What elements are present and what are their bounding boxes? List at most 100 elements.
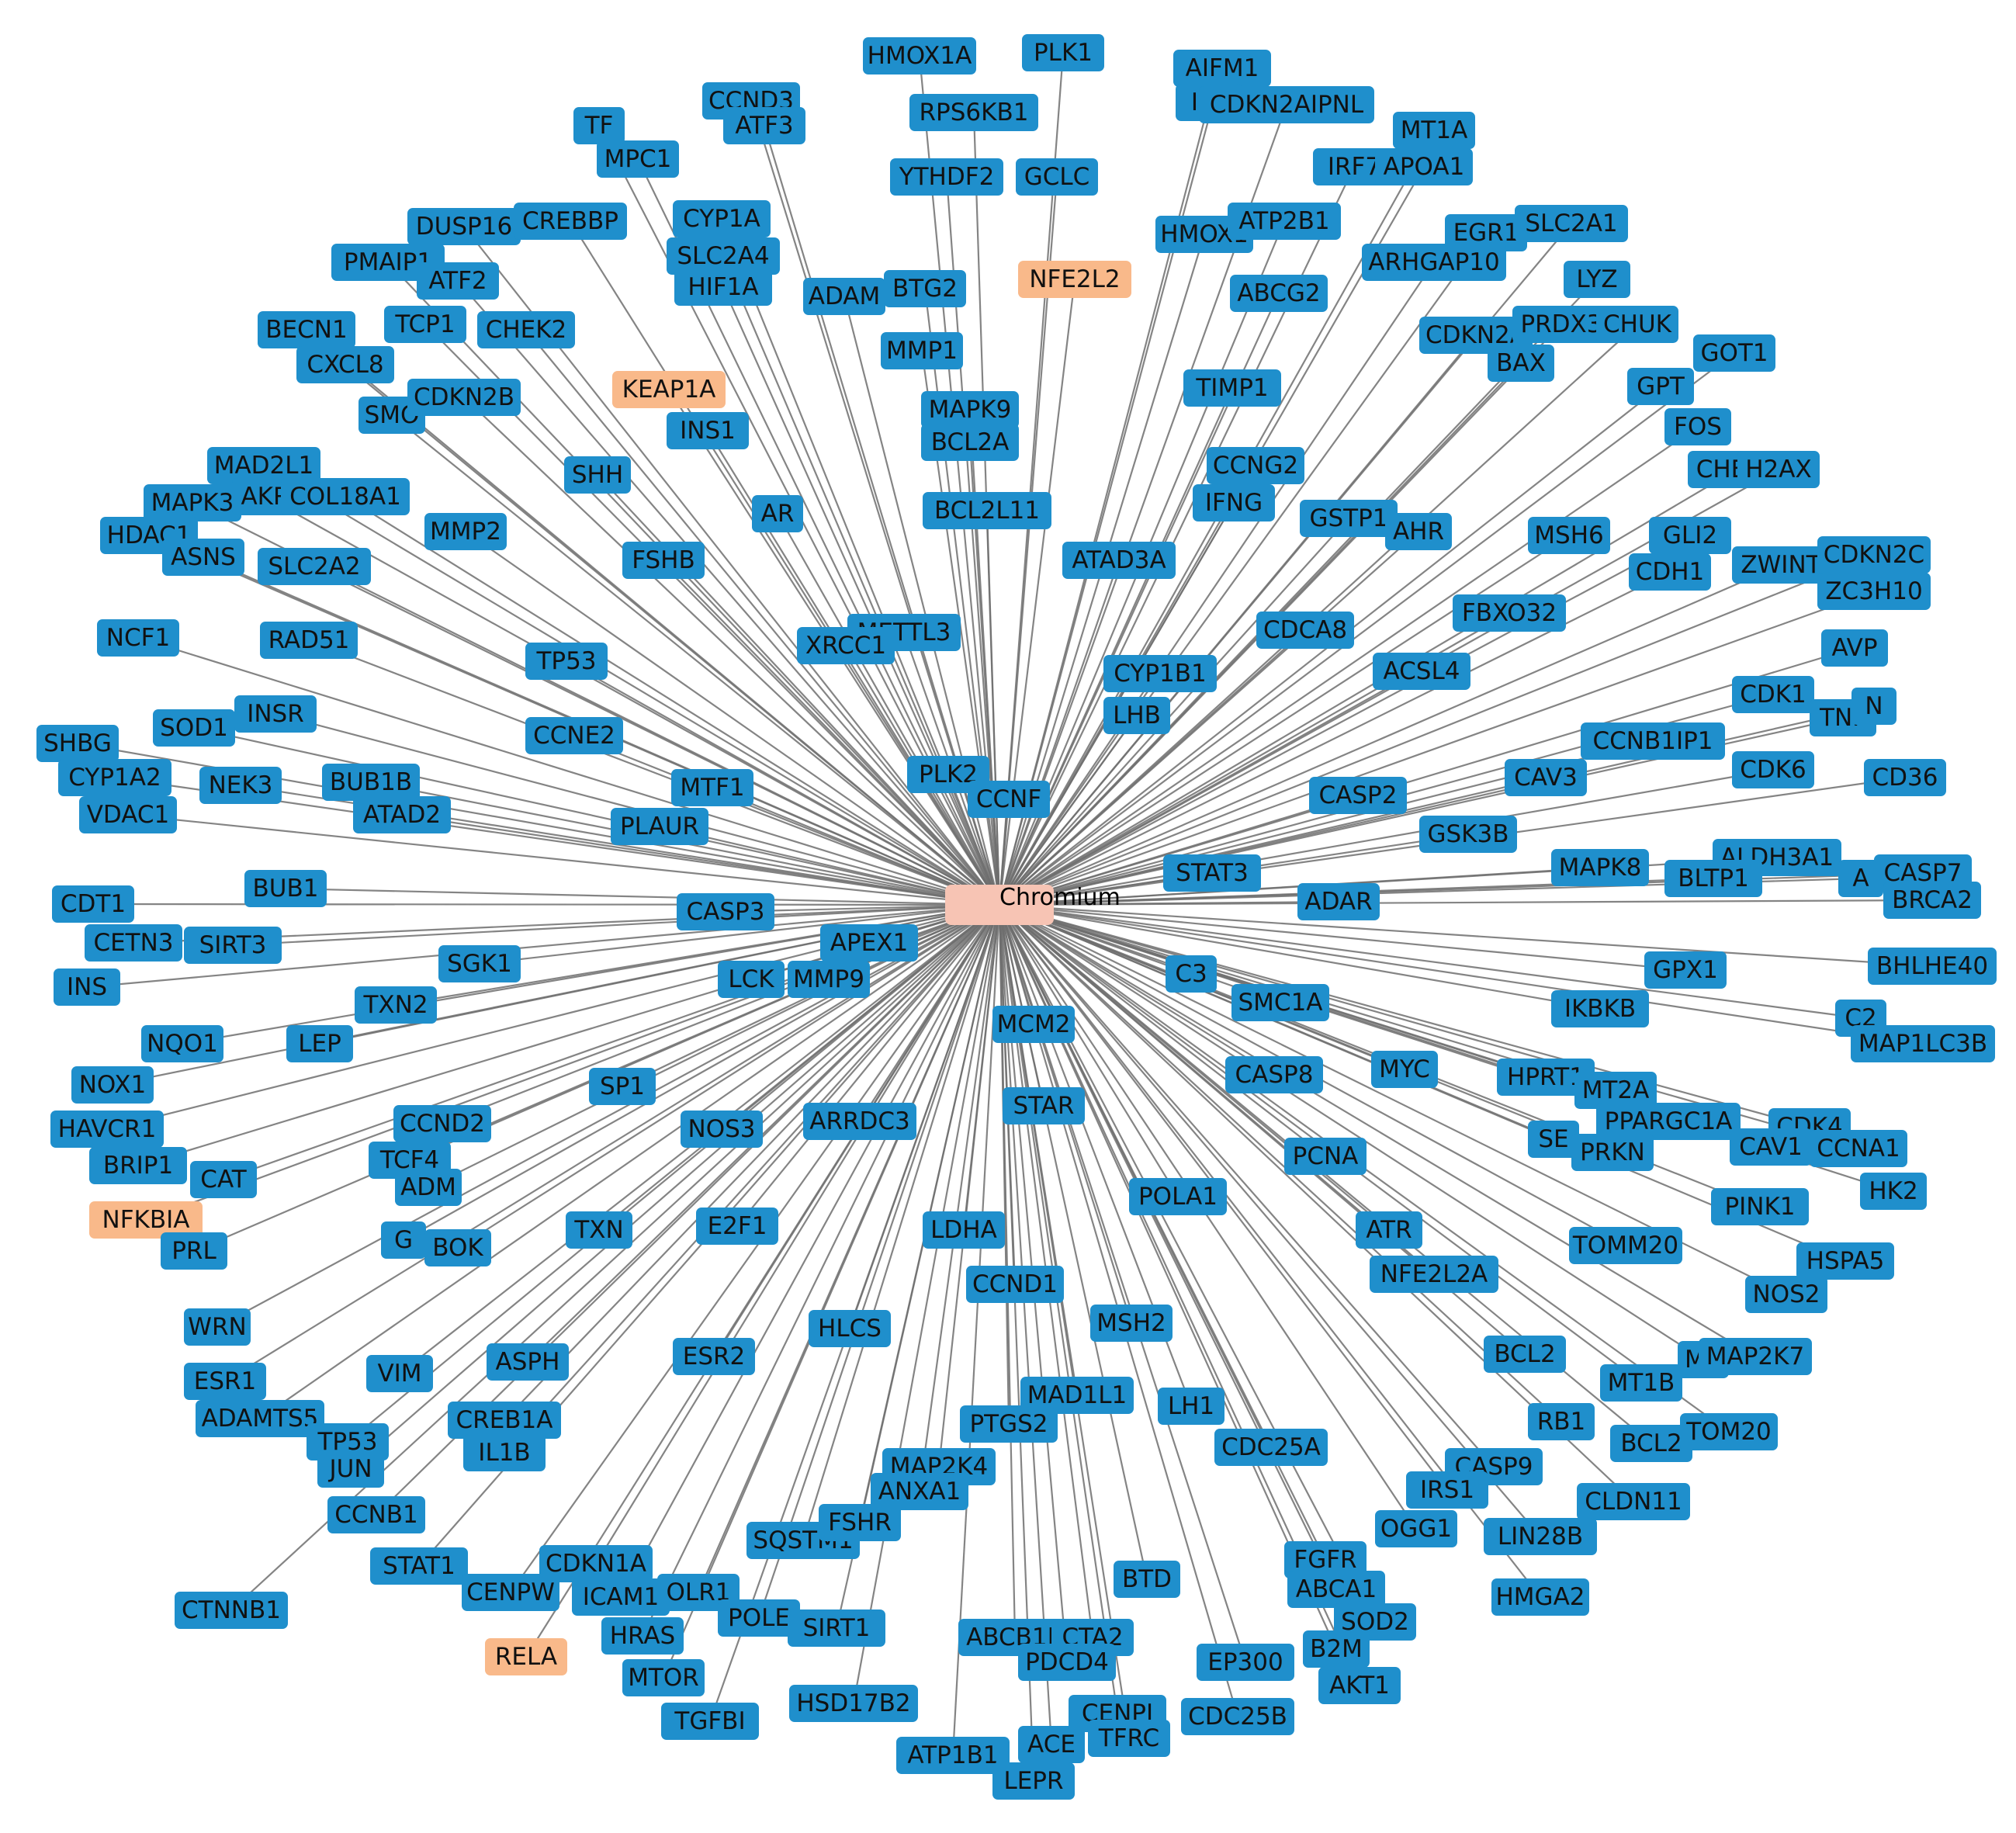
node-brip1[interactable]: BRIP1: [89, 1147, 187, 1184]
node-akt1[interactable]: AKT1: [1318, 1667, 1401, 1704]
node-plaur[interactable]: PLAUR: [611, 808, 708, 845]
node-mcm2[interactable]: MCM2: [992, 1006, 1075, 1043]
node-g[interactable]: G: [381, 1221, 426, 1259]
node-egr1[interactable]: EGR1: [1445, 214, 1527, 251]
node-mt2a[interactable]: MT2A: [1574, 1072, 1657, 1109]
node-atp1b1[interactable]: ATP1B1: [896, 1737, 1010, 1774]
node-nos2[interactable]: NOS2: [1745, 1276, 1827, 1313]
node-hras[interactable]: HRAS: [601, 1617, 684, 1655]
node-bcl2b[interactable]: BCL2: [1610, 1425, 1692, 1462]
node-adm[interactable]: ADM: [395, 1169, 462, 1206]
node-acsl4[interactable]: ACSL4: [1373, 653, 1470, 690]
node-bax[interactable]: BAX: [1488, 345, 1554, 382]
node-ccne2[interactable]: CCNE2: [525, 717, 623, 754]
node-e2f1[interactable]: E2F1: [696, 1208, 778, 1245]
node-cdh1[interactable]: CDH1: [1629, 553, 1711, 591]
node-cyp1a2[interactable]: CYP1A2: [58, 759, 171, 796]
node-pmaip1[interactable]: PMAIP1: [331, 244, 445, 281]
node-sod1[interactable]: SOD1: [153, 709, 235, 747]
node-hspa5[interactable]: HSPA5: [1796, 1242, 1894, 1280]
node-nqo1[interactable]: NQO1: [141, 1025, 223, 1062]
node-tcp1[interactable]: TCP1: [384, 306, 466, 343]
node-msh2[interactable]: MSH2: [1090, 1305, 1173, 1342]
node-fgfr[interactable]: FGFR: [1284, 1541, 1367, 1578]
node-wrn[interactable]: WRN: [184, 1308, 251, 1346]
node-atad3a[interactable]: ATAD3A: [1062, 542, 1176, 579]
node-zwint[interactable]: ZWINT: [1732, 546, 1830, 584]
node-gpt[interactable]: GPT: [1627, 368, 1694, 405]
node-hmox1a[interactable]: HMOX1A: [863, 37, 976, 74]
node-fshr[interactable]: FSHR: [819, 1504, 901, 1541]
node-hprt1[interactable]: HPRT1: [1497, 1059, 1595, 1096]
node-myc[interactable]: MYC: [1371, 1051, 1438, 1088]
node-sp1[interactable]: SP1: [589, 1068, 656, 1105]
node-mtf1[interactable]: MTF1: [671, 769, 753, 806]
node-timp1[interactable]: TIMP1: [1183, 369, 1281, 407]
node-mad1l1[interactable]: MAD1L1: [1020, 1377, 1134, 1414]
node-chek2[interactable]: CHEK2: [477, 311, 575, 348]
node-lck[interactable]: LCK: [718, 961, 785, 998]
node-mt1b[interactable]: MT1B: [1600, 1364, 1682, 1402]
node-cdkn1a[interactable]: CDKN1A: [539, 1545, 653, 1582]
node-tgfbi[interactable]: TGFBI: [661, 1703, 759, 1740]
node-cyp1b1[interactable]: CYP1B1: [1103, 655, 1217, 692]
node-casp3[interactable]: CASP3: [677, 893, 774, 930]
node-tfrc[interactable]: TFRC: [1088, 1720, 1170, 1757]
node-bcl2l11[interactable]: BCL2L11: [923, 492, 1051, 529]
node-lyz[interactable]: LYZ: [1564, 261, 1630, 298]
node-ccng2[interactable]: CCNG2: [1207, 447, 1304, 484]
node-hk2[interactable]: HK2: [1860, 1173, 1927, 1210]
node-ldha[interactable]: LDHA: [923, 1211, 1005, 1249]
node-fos[interactable]: FOS: [1664, 408, 1731, 445]
node-ogg1[interactable]: OGG1: [1375, 1510, 1457, 1547]
node-cdkn2aipnl[interactable]: CDKN2AIPNL: [1199, 86, 1374, 123]
node-ace[interactable]: ACE: [1018, 1726, 1085, 1763]
node-col18a1[interactable]: COL18A1: [281, 478, 410, 515]
node-lep[interactable]: LEP: [286, 1025, 353, 1062]
node-ccnb1ip1[interactable]: CCNB1IP1: [1581, 722, 1725, 760]
node-arhgap10[interactable]: ARHGAP10: [1362, 244, 1506, 281]
node-arrdc3[interactable]: ARRDC3: [803, 1103, 916, 1140]
node-zc3h10[interactable]: ZC3H10: [1817, 573, 1931, 610]
node-ins[interactable]: INS: [54, 968, 120, 1006]
node-adam[interactable]: ADAM: [803, 278, 885, 315]
node-pcna[interactable]: PCNA: [1284, 1138, 1367, 1175]
node-cdkn2c[interactable]: CDKN2C: [1817, 536, 1931, 573]
node-nos3[interactable]: NOS3: [681, 1111, 763, 1148]
node-map1lc3b[interactable]: MAP1LC3B: [1851, 1025, 1995, 1062]
node-mmp9[interactable]: MMP9: [788, 961, 870, 998]
node-hsd17b2[interactable]: HSD17B2: [789, 1685, 918, 1722]
node-ppargc1a[interactable]: PPARGC1A: [1596, 1103, 1741, 1140]
node-gpx1[interactable]: GPX1: [1644, 951, 1727, 989]
node-aifm1[interactable]: AIFM1: [1173, 50, 1271, 87]
node-atp2b1[interactable]: ATP2B1: [1228, 203, 1341, 240]
node-cdc25a[interactable]: CDC25A: [1214, 1429, 1328, 1466]
node-mapk8[interactable]: MAPK8: [1551, 849, 1649, 886]
node-cxcl8[interactable]: CXCL8: [296, 346, 394, 383]
node-crebbp[interactable]: CREBBP: [514, 203, 627, 240]
node-cdk1[interactable]: CDK1: [1732, 676, 1814, 713]
node-jun[interactable]: JUN: [317, 1450, 384, 1488]
node-icam1[interactable]: ICAM1: [572, 1578, 670, 1616]
node-nfe2l2a[interactable]: NFE2L2A: [1370, 1256, 1498, 1293]
node-slc2a2[interactable]: SLC2A2: [258, 548, 371, 585]
node-lin28b[interactable]: LIN28B: [1484, 1518, 1597, 1555]
node-b2m[interactable]: B2M: [1303, 1630, 1370, 1668]
node-gsk3b[interactable]: GSK3B: [1419, 816, 1517, 853]
node-tomm20a[interactable]: TOMM20: [1569, 1227, 1682, 1264]
node-plk1[interactable]: PLK1: [1022, 34, 1104, 71]
node-ifng[interactable]: IFNG: [1193, 484, 1275, 521]
node-ccnf[interactable]: CCNF: [968, 781, 1050, 818]
node-nek3[interactable]: NEK3: [199, 767, 282, 804]
node-lh1[interactable]: LH1: [1158, 1388, 1224, 1425]
node-pdcd4[interactable]: PDCD4: [1018, 1644, 1116, 1681]
node-cav3[interactable]: CAV3: [1505, 759, 1587, 796]
node-cyp1a[interactable]: CYP1A: [673, 200, 771, 237]
node-mapk9[interactable]: MAPK9: [921, 391, 1019, 428]
node-bltp1[interactable]: BLTP1: [1664, 860, 1762, 897]
node-map2k7[interactable]: MAP2K7: [1699, 1338, 1812, 1375]
node-prl[interactable]: PRL: [161, 1232, 227, 1270]
node-lepr[interactable]: LEPR: [992, 1762, 1075, 1800]
node-cdk6[interactable]: CDK6: [1732, 751, 1814, 788]
node-rps6kb1[interactable]: RPS6KB1: [909, 94, 1038, 131]
